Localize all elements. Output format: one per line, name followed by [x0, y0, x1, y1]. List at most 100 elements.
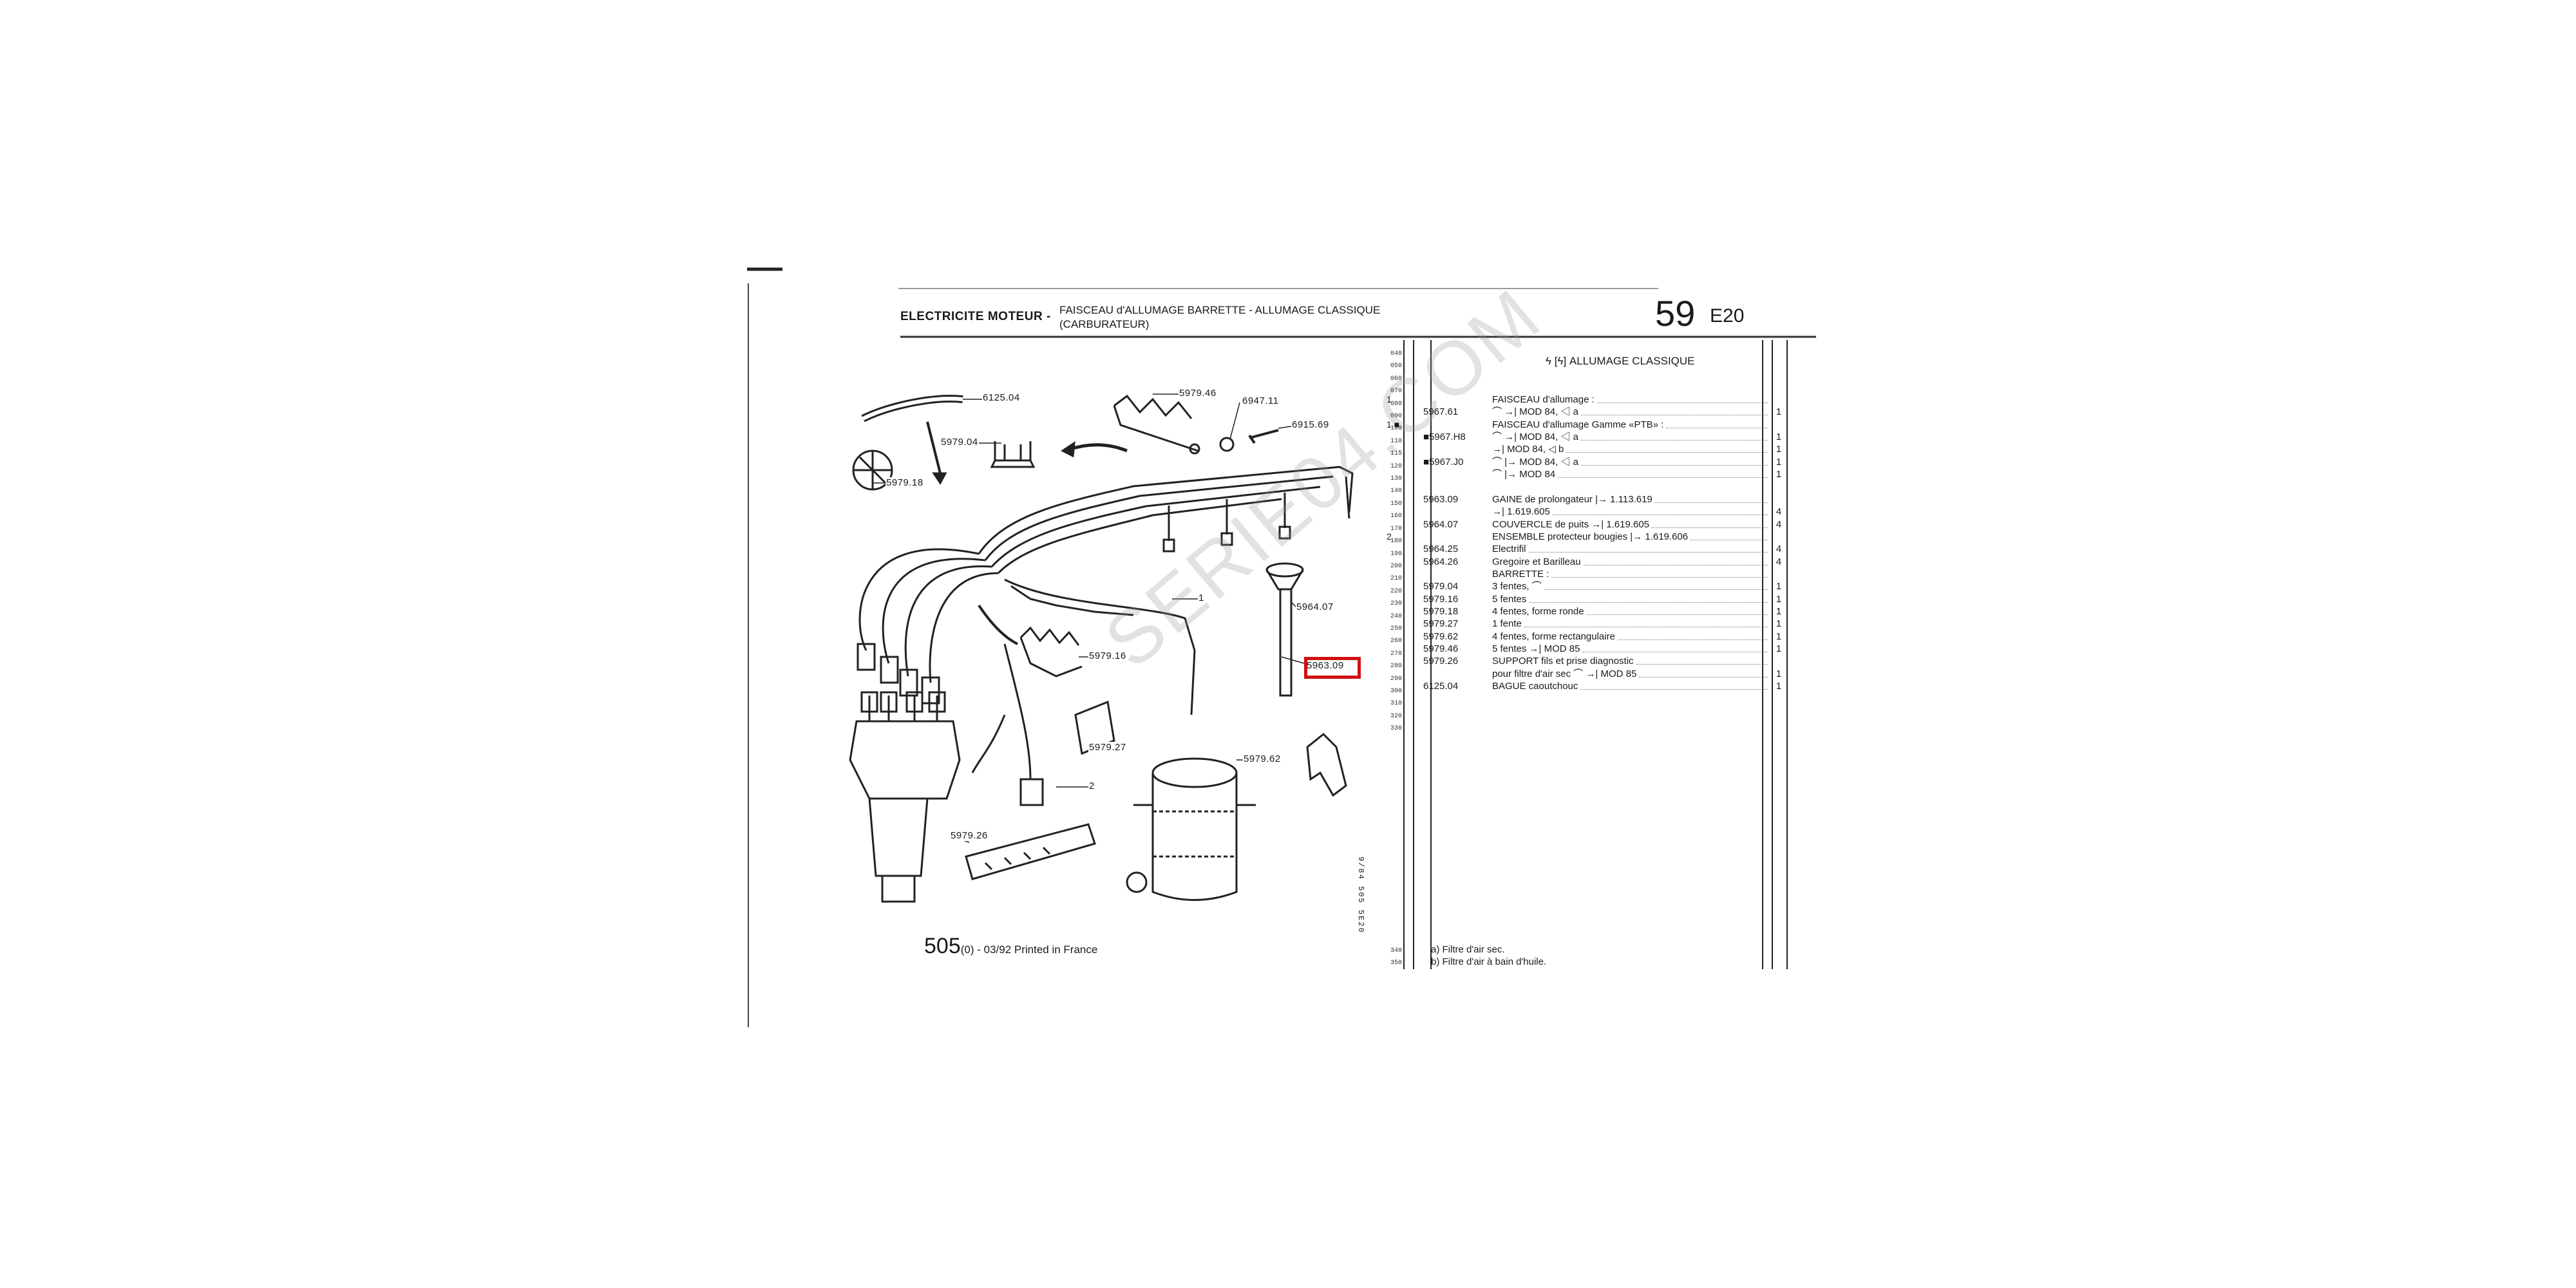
footer-model: 505: [924, 934, 961, 958]
page-title: FAISCEAU d'ALLUMAGE BARRETTE - ALLUMAGE …: [1059, 303, 1380, 332]
callout-2: 2: [1088, 781, 1095, 791]
line-number: 110: [1390, 437, 1402, 445]
part-reference: 5979.04: [1423, 581, 1459, 592]
part-description: COUVERCLE de puits →| 1.619.605: [1492, 518, 1650, 530]
line-number: 080: [1390, 400, 1402, 408]
part-description: GAINE de prolongateur |→ 1.113.619: [1492, 493, 1653, 505]
part-description: ⌒ |→ MOD 84: [1492, 469, 1556, 480]
footer-text: (0) - 03/92 Printed in France: [960, 943, 1098, 956]
part-reference: ■5967.J0: [1423, 456, 1464, 468]
line-number: 290: [1390, 675, 1402, 683]
part-quantity: 1: [1776, 456, 1782, 468]
part-description: 4 fentes, forme ronde: [1492, 605, 1584, 617]
callout-5964-07: 5964.07: [1296, 601, 1334, 612]
line-number: 070: [1390, 388, 1402, 395]
footnote-a: a) Filtre d'air sec.: [1431, 944, 1505, 955]
table-heading: ϟ [ϟ] ALLUMAGE CLASSIQUE: [1546, 355, 1695, 368]
part-description: 4 fentes, forme rectangulaire: [1492, 630, 1615, 642]
leader-dots: [1580, 689, 1768, 690]
part-reference: 5979.62: [1423, 630, 1459, 642]
page-number: 59: [1655, 293, 1696, 334]
part-description: Gregoire et Barilleau: [1492, 556, 1581, 567]
line-number: 210: [1390, 575, 1402, 583]
leader-dots: [1581, 464, 1768, 466]
line-number: 115: [1390, 450, 1402, 458]
callout-6947-11: 6947.11: [1242, 395, 1280, 406]
line-number: 040: [1390, 350, 1402, 357]
leader-dots: [1529, 601, 1768, 603]
part-reference: 5964.25: [1423, 544, 1459, 555]
table-row: [1426, 480, 1774, 493]
callout-5979-04: 5979.04: [940, 437, 979, 448]
line-number: 270: [1390, 650, 1402, 658]
line-number: 310: [1390, 700, 1402, 708]
table-row: BARRETTE :: [1426, 568, 1774, 580]
callout-1: 1: [1198, 592, 1205, 603]
line-number: 140: [1390, 488, 1402, 495]
leader-dots: [1618, 639, 1768, 640]
part-quantity: 1: [1776, 444, 1782, 455]
leader-dots: [1544, 589, 1768, 591]
part-description: 3 fentes, ⌒: [1492, 581, 1542, 592]
line-number: 320: [1390, 712, 1402, 720]
part-description: →| 1.619.605: [1492, 506, 1550, 518]
part-description: 5 fentes →| MOD 85: [1492, 643, 1580, 654]
callout-6125-04: 6125.04: [982, 392, 1021, 403]
section-title: ELECTRICITE MOTEUR -: [900, 310, 1051, 323]
highlight-box-5963-09: [1304, 657, 1361, 679]
line-number: 240: [1390, 612, 1402, 620]
part-reference: 5979.16: [1423, 593, 1459, 605]
line-number: 090: [1390, 413, 1402, 421]
row-mark: 1 ■: [1387, 419, 1400, 430]
footnote-b: b) Filtre d'air à bain d'huile.: [1431, 956, 1547, 967]
side-code: 9/84 505 5E20: [1356, 857, 1365, 934]
part-description: pour filtre d'air sec ⌒ →| MOD 85: [1492, 668, 1637, 679]
page-title-line2: (CARBURATEUR): [1059, 318, 1150, 330]
callout-5979-18: 5979.18: [886, 477, 924, 488]
line-number: 130: [1390, 475, 1402, 483]
page-code: E20: [1710, 305, 1745, 327]
callout-5979-62: 5979.62: [1243, 753, 1282, 764]
callout-5979-16: 5979.16: [1088, 650, 1127, 661]
part-reference: 5964.07: [1423, 518, 1459, 530]
line-number: 180: [1390, 538, 1402, 545]
line-number: 060: [1390, 375, 1402, 383]
part-quantity: 1: [1776, 593, 1782, 605]
footer-line-numbers: 340 350: [1381, 945, 1402, 970]
row-mark: 1: [1387, 394, 1392, 404]
part-quantity: 1: [1776, 469, 1782, 480]
part-reference: 5979.46: [1423, 643, 1459, 654]
part-description: 1 fente: [1492, 618, 1522, 630]
line-number: 330: [1390, 725, 1402, 733]
part-reference: 5963.09: [1423, 493, 1459, 505]
part-description: Electrifil: [1492, 544, 1526, 555]
line-number: 150: [1390, 500, 1402, 507]
part-reference: 6125.04: [1423, 681, 1459, 692]
part-reference: 5979.18: [1423, 605, 1459, 617]
part-reference: 5979.26: [1423, 656, 1459, 667]
part-description: SUPPORT fils et prise diagnostic: [1492, 656, 1634, 667]
part-quantity: 1: [1776, 630, 1782, 642]
line-number: 050: [1390, 363, 1402, 370]
table-row: 5979.26 SUPPORT fils et prise diagnostic: [1423, 655, 1774, 667]
line-number: 170: [1390, 525, 1402, 533]
part-reference: 5979.27: [1423, 618, 1459, 630]
table-row: ⌒ |→ MOD 84 1: [1426, 468, 1781, 480]
part-quantity: 4: [1776, 556, 1782, 567]
